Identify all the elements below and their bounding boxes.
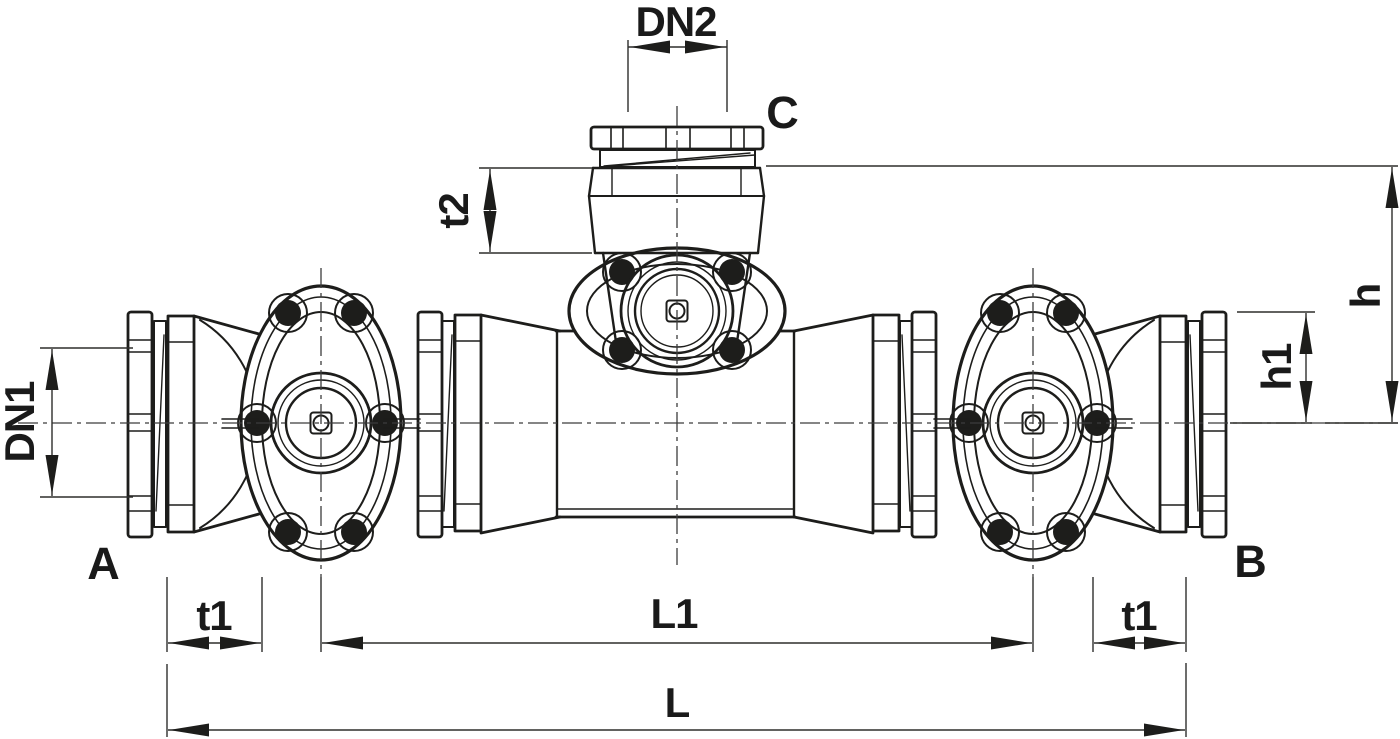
label-t1-left: t1 <box>196 592 232 639</box>
dimension-t2: t2 <box>430 167 592 254</box>
middle-coupling-right <box>794 312 936 537</box>
dimension-l: L <box>168 679 1185 737</box>
boss-bolt <box>719 259 745 285</box>
dimension-dn1: DN1 <box>0 347 133 498</box>
label-a: A <box>87 538 119 589</box>
end-socket-a <box>128 312 259 537</box>
boss-bolt <box>609 259 635 285</box>
boss-bolt <box>609 337 635 363</box>
label-c: C <box>766 87 798 138</box>
bottom-extension-lines <box>166 577 1187 737</box>
end-socket-b <box>1095 312 1226 537</box>
label-h1: h1 <box>1253 343 1300 391</box>
dimension-dn2: DN2 <box>627 0 728 112</box>
label-l: L <box>665 679 690 726</box>
dimension-h: h <box>766 165 1399 424</box>
label-t1-right: t1 <box>1121 592 1157 639</box>
label-l1: L1 <box>650 590 698 637</box>
label-b: B <box>1234 536 1266 587</box>
label-t2: t2 <box>430 193 477 228</box>
label-dn2: DN2 <box>635 0 716 45</box>
dimension-t1-left: t1 <box>168 592 261 650</box>
middle-coupling-left <box>418 312 560 537</box>
boss-bolt <box>719 337 745 363</box>
dimension-h1: h1 <box>1230 311 1315 424</box>
label-h: h <box>1342 284 1389 309</box>
centerlines <box>18 106 1398 577</box>
dimension-l1: L1 <box>322 590 1032 650</box>
dimension-t1-right: t1 <box>1094 592 1185 650</box>
flange-bore-lines <box>221 418 1133 429</box>
label-dn1: DN1 <box>0 381 43 463</box>
